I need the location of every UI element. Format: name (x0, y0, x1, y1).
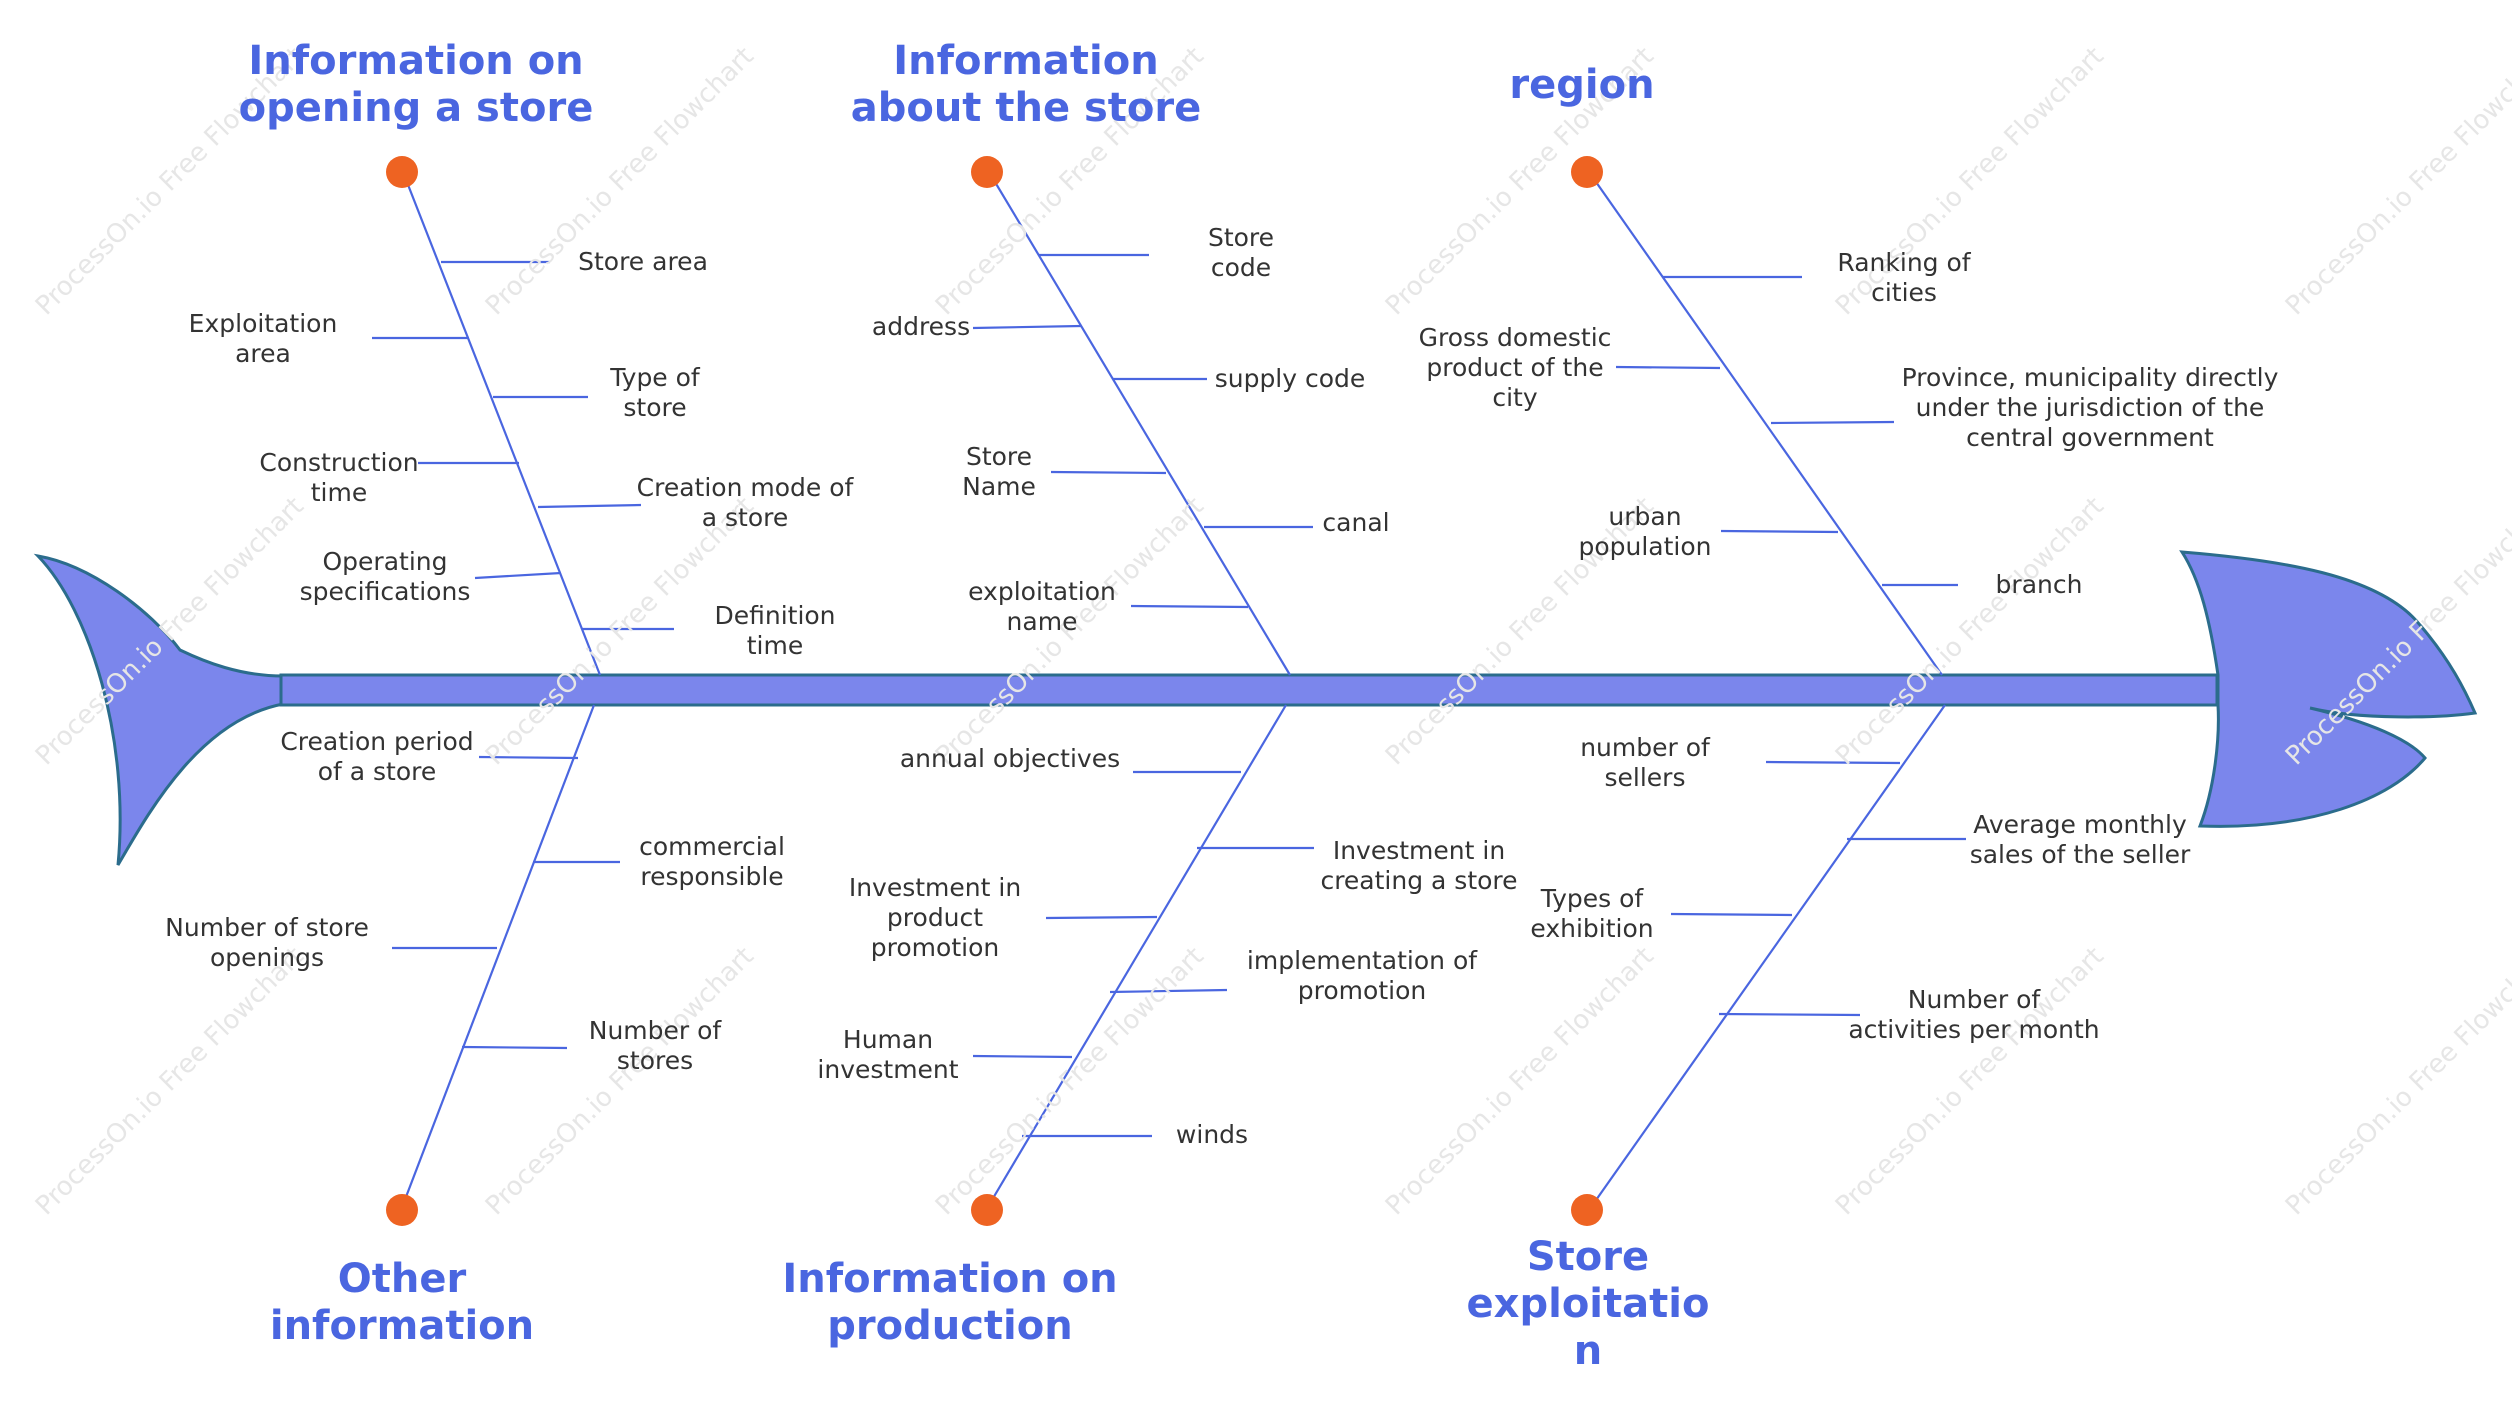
cause-line (1765, 760, 1901, 765)
cause-line (1050, 470, 1167, 475)
cause-label: annual objectives (899, 744, 1121, 773)
cause-line (972, 324, 1082, 330)
bone-end-dot (971, 156, 1003, 188)
cause-label: canal (1322, 508, 1390, 537)
bone-store-exploitation (1588, 704, 1946, 1211)
cause-line (461, 1045, 568, 1050)
cause-label: branch (1995, 570, 2083, 599)
bone-region (1588, 171, 1943, 676)
cause-line (1718, 1012, 1861, 1017)
bone-other-info (399, 704, 596, 1211)
cause-line (972, 1054, 1073, 1059)
category-title-region: region (1509, 62, 1655, 108)
bones-group (372, 171, 1966, 1211)
cause-line (474, 571, 562, 580)
cause-label: Store area (578, 247, 708, 276)
bone-end-dot (386, 156, 418, 188)
cause-label: winds (1175, 1120, 1249, 1149)
fish-head (2179, 550, 2478, 828)
bone-end-dot (1571, 156, 1603, 188)
dots-group (386, 156, 1603, 1226)
cause-line (1770, 420, 1895, 425)
cause-line (1670, 912, 1793, 917)
cause-line (1615, 365, 1721, 370)
bone-end-dot (971, 1194, 1003, 1226)
bone-end-dot (386, 1194, 418, 1226)
cause-line (1045, 915, 1158, 920)
fish-tail (33, 553, 285, 866)
cause-label: address (871, 312, 971, 341)
cause-line (1109, 988, 1228, 994)
cause-line (1130, 604, 1249, 609)
bone-production-info (985, 704, 1287, 1211)
cause-line (537, 503, 642, 509)
bone-end-dot (1571, 1194, 1603, 1226)
cause-line (1720, 529, 1839, 534)
bone-store-opening (401, 171, 602, 676)
cause-line (478, 755, 579, 760)
cause-label: supply code (1214, 364, 1366, 393)
